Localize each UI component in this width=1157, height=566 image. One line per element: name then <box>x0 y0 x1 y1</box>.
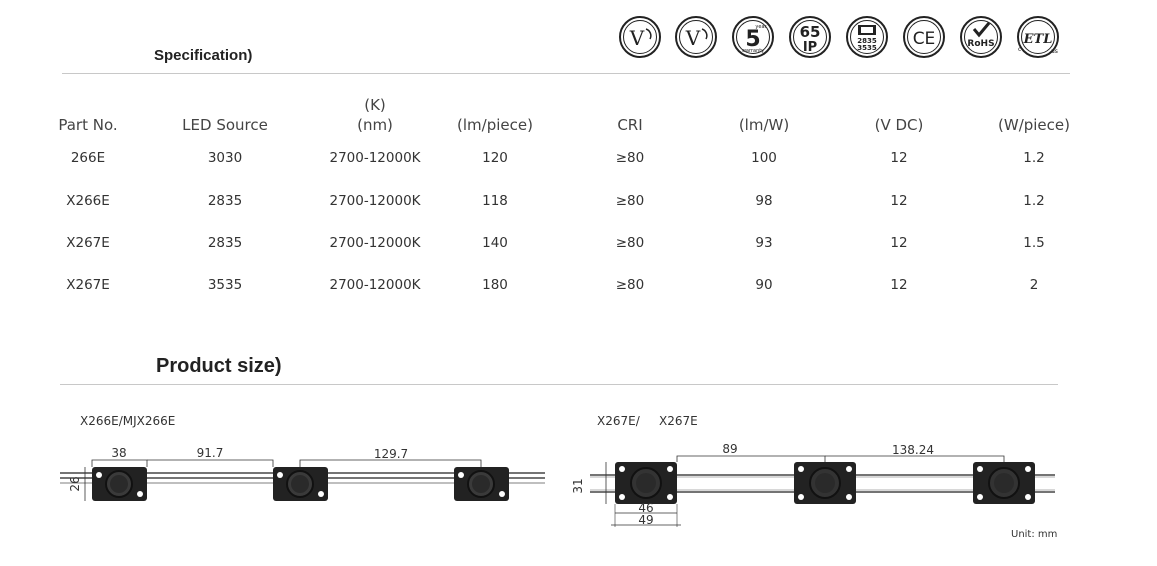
table-cell: 3535 <box>207 277 243 293</box>
cert-text: V <box>685 26 701 50</box>
table-cell: 90 <box>755 277 773 293</box>
table-cell: ≥80 <box>615 277 645 293</box>
svg-text:RoHS: RoHS <box>967 39 994 49</box>
svg-text:3535: 3535 <box>857 44 877 52</box>
spec-title: Specification) <box>154 47 253 64</box>
dim-91-7: 91.7 <box>197 446 224 460</box>
table-cell: 2700-12000K <box>329 150 421 166</box>
table-cell: 2 <box>1029 277 1039 293</box>
col-header: LED Source <box>182 116 268 134</box>
svg-text:c: c <box>1018 46 1021 53</box>
svg-text:year: year <box>755 24 767 30</box>
ce-icon: CE <box>903 16 945 58</box>
table-cell: 2835 <box>207 193 243 209</box>
svg-text:warranty: warranty <box>742 48 764 54</box>
table-cell: 2700-12000K <box>329 277 421 293</box>
table-cell: X267E <box>66 235 110 251</box>
led-module <box>273 467 328 501</box>
col-header: (V DC) <box>874 116 924 134</box>
right-dimension-drawing: 89 138.24 31 46 49 <box>571 442 1055 527</box>
led-module <box>92 467 147 501</box>
left-dimension-drawing: 38 91.7 129.7 26 <box>60 446 545 501</box>
col-header: (nm) <box>357 116 393 134</box>
cert-text: V <box>629 26 645 50</box>
right-drawing-caption-a: X267E/ <box>597 414 640 428</box>
table-cell: 2700-12000K <box>329 193 421 209</box>
table-cell: 3030 <box>207 150 243 166</box>
table-cell: 12 <box>890 193 908 209</box>
svg-text:us: us <box>1051 48 1058 55</box>
size-divider <box>60 384 1058 385</box>
svg-text:5: 5 <box>745 27 760 52</box>
table-cell: 100 <box>751 150 777 166</box>
led-module <box>973 462 1035 504</box>
table-cell: 98 <box>755 193 773 209</box>
rohs-icon: RoHS <box>960 16 1002 58</box>
svg-text:ETL: ETL <box>1023 32 1053 47</box>
table-cell: 266E <box>70 150 106 166</box>
table-cell: 93 <box>755 235 773 251</box>
table-cell: 1.2 <box>1023 193 1045 209</box>
led-module <box>454 467 509 501</box>
col-header: CRI <box>617 116 643 134</box>
led-module <box>615 462 677 504</box>
dim-31: 31 <box>571 478 585 493</box>
col-header: (lm/W) <box>738 116 790 134</box>
table-cell: 12 <box>890 150 908 166</box>
svg-text:2835: 2835 <box>857 37 877 45</box>
led-module <box>794 462 856 504</box>
svg-text:65: 65 <box>800 23 821 41</box>
unit-label: Unit: mm <box>1011 529 1058 540</box>
left-drawing-caption: X266E/MJX266E <box>80 414 176 428</box>
spec-divider <box>62 73 1070 74</box>
table-cell: 12 <box>890 235 908 251</box>
table-cell: 2700-12000K <box>329 235 421 251</box>
col-header-top: (K) <box>364 96 386 114</box>
table-cell: 140 <box>482 235 508 251</box>
dim-138-24: 138.24 <box>892 443 934 457</box>
table-cell: X267E <box>66 277 110 293</box>
table-cell: 2835 <box>207 235 243 251</box>
col-header: Part No. <box>58 116 118 134</box>
table-cell: ≥80 <box>615 150 645 166</box>
table-cell: 120 <box>482 150 508 166</box>
col-header: (lm/piece) <box>457 116 533 134</box>
table-cell: 12 <box>890 277 908 293</box>
table-cell: ≥80 <box>615 235 645 251</box>
beam-angle-wide-icon: V <box>675 16 717 58</box>
table-cell: 118 <box>482 193 508 209</box>
right-drawing-caption-b: X267E <box>659 414 698 428</box>
svg-text:CE: CE <box>913 29 936 49</box>
dim-129-7: 129.7 <box>374 447 408 461</box>
col-header: (W/piece) <box>998 116 1070 134</box>
table-cell: 180 <box>482 277 508 293</box>
dim-38: 38 <box>111 446 126 460</box>
table-cell: X266E <box>66 193 110 209</box>
table-cell: 1.5 <box>1023 235 1045 251</box>
size-title: Product size) <box>156 355 282 377</box>
dim-46: 46 <box>638 501 653 515</box>
svg-text:IP: IP <box>803 40 817 55</box>
table-cell: 1.2 <box>1023 150 1045 166</box>
table-cell: ≥80 <box>615 193 645 209</box>
dim-49: 49 <box>638 513 653 527</box>
dim-89: 89 <box>722 442 737 456</box>
beam-angle-icon: V <box>619 16 661 58</box>
dim-26: 26 <box>68 476 82 491</box>
